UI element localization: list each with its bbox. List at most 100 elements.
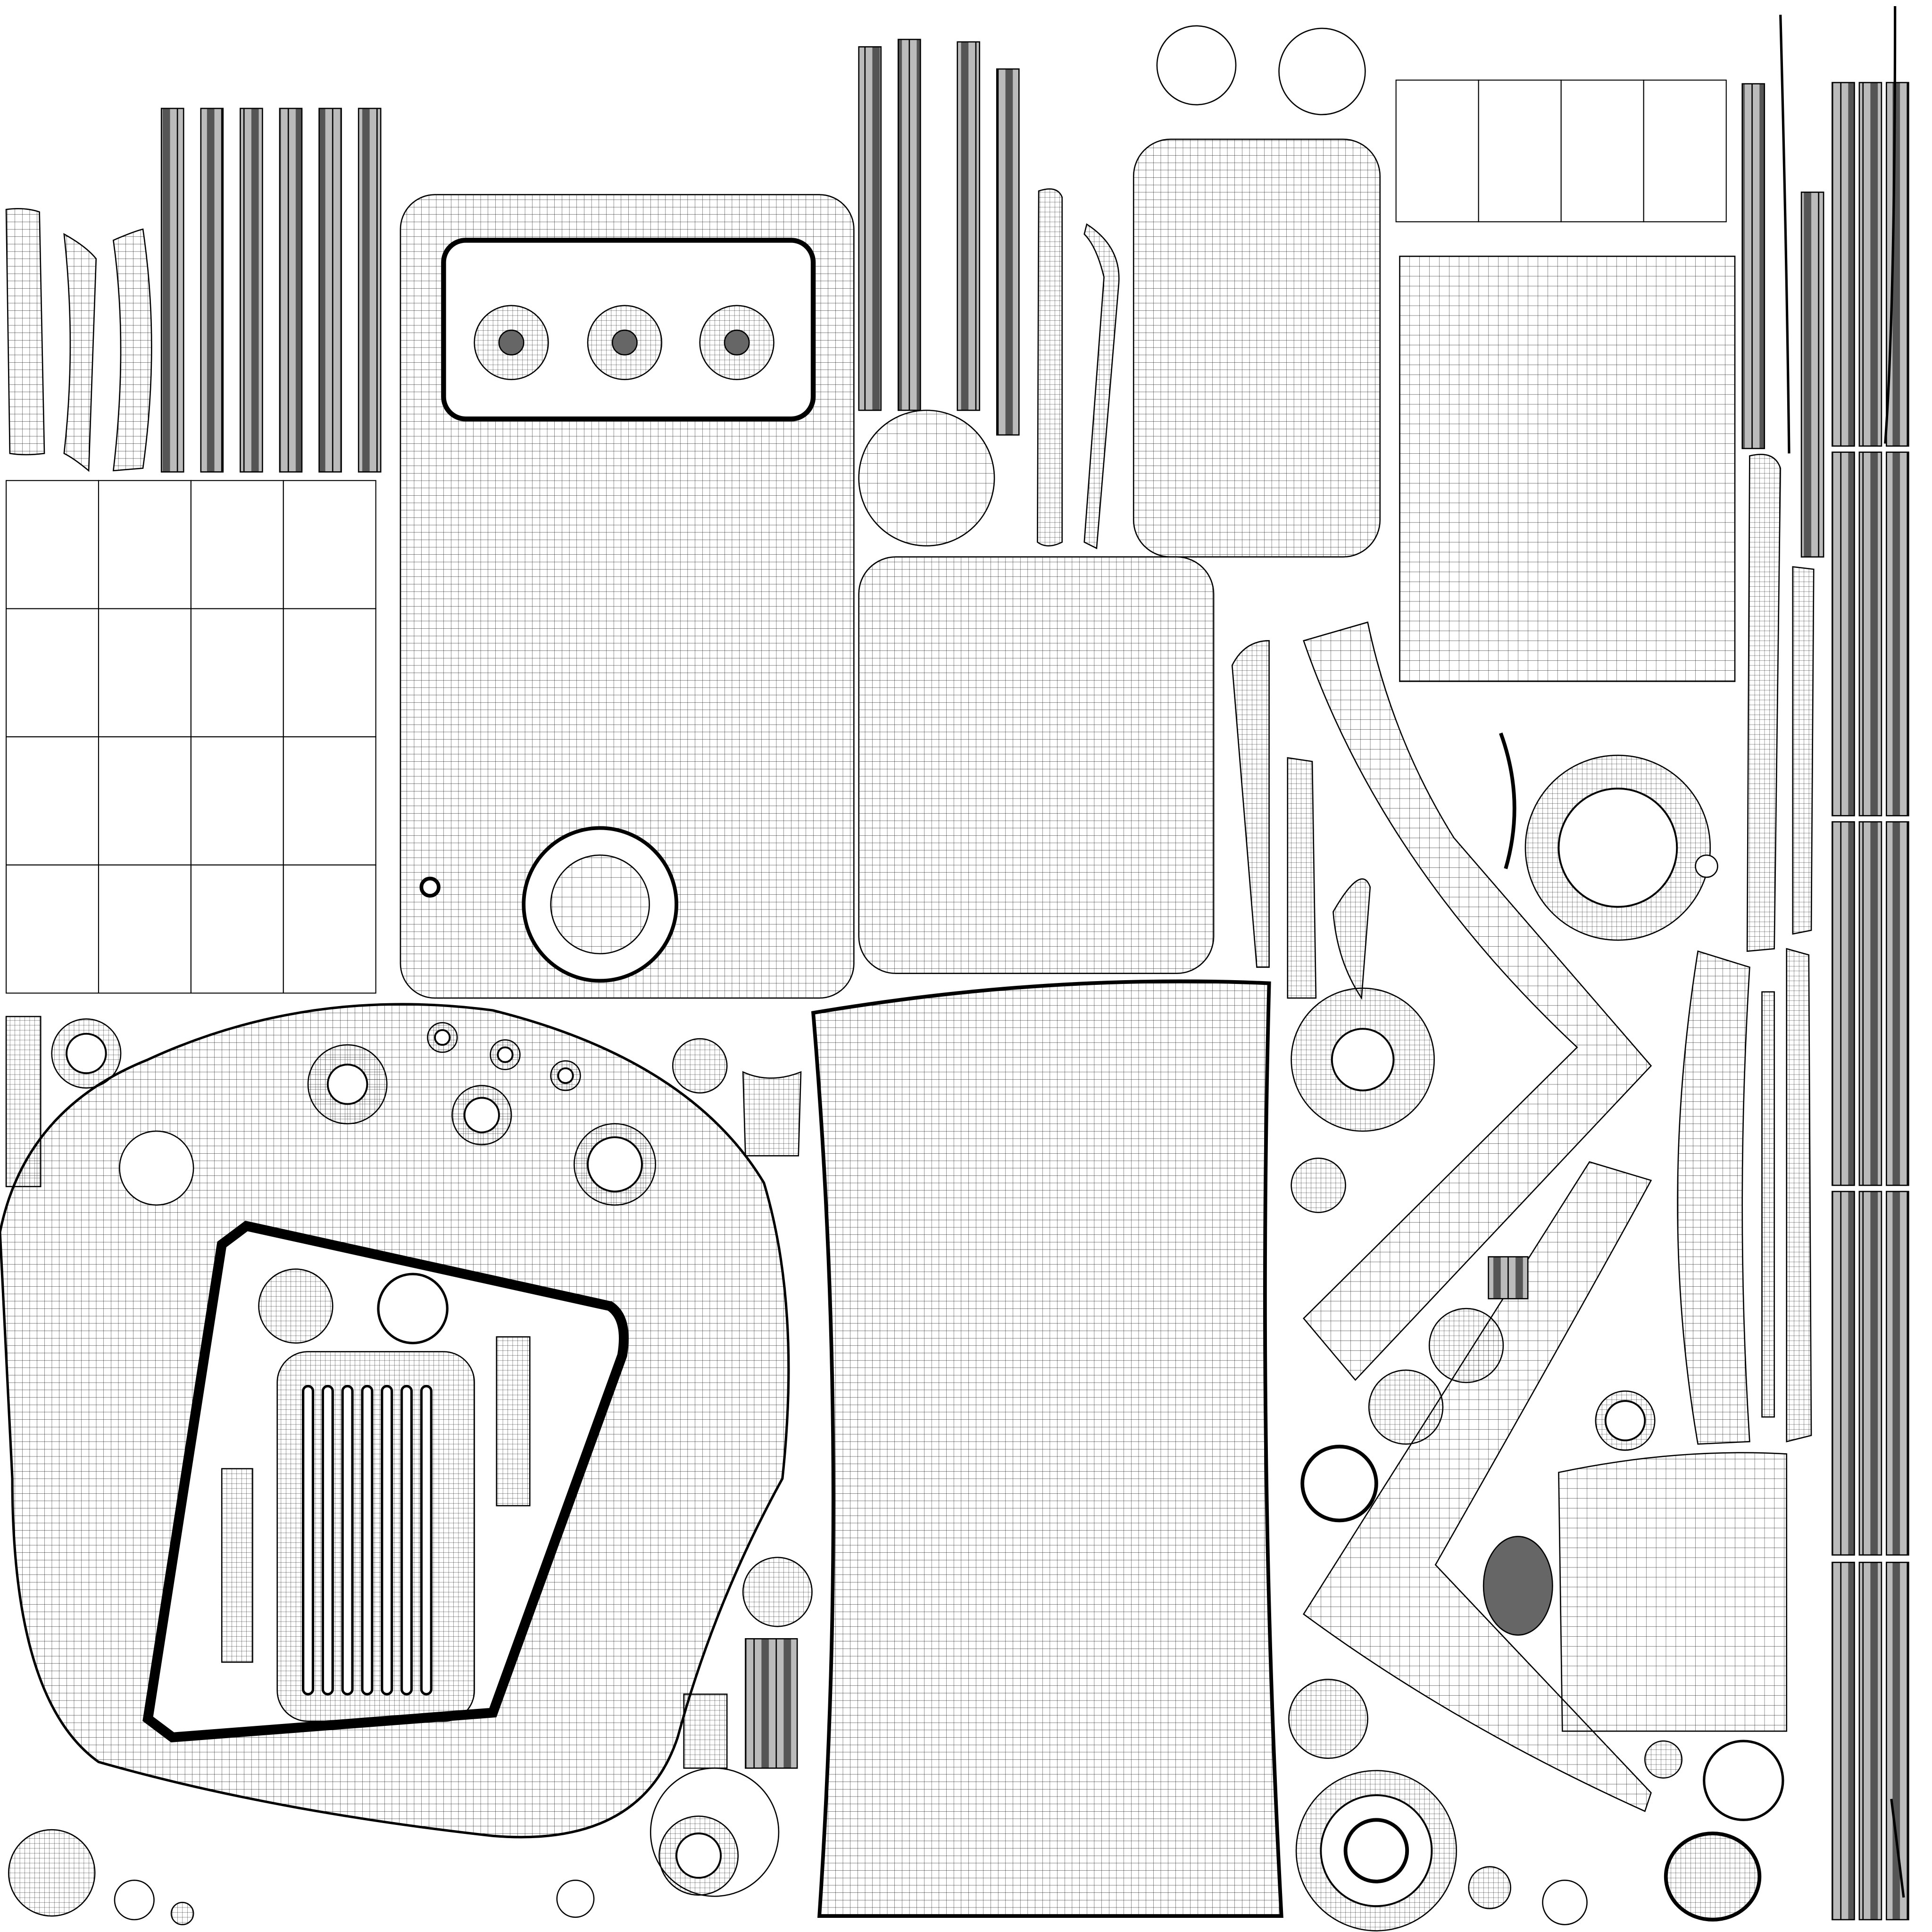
- grid-cell: [6, 736, 100, 866]
- circle-island: [1542, 1879, 1588, 1925]
- block-island: [683, 1693, 728, 1769]
- strip-island: [1800, 192, 1824, 558]
- ring-island: [1703, 1740, 1784, 1821]
- circle-island: [377, 1273, 449, 1344]
- strip-island: [279, 108, 303, 473]
- strip-island: [1858, 821, 1882, 1186]
- torus-island-hole: [1557, 787, 1678, 908]
- elbow-tube-island: [1302, 621, 1652, 1381]
- radial-disc-island: [1291, 1158, 1346, 1213]
- panel-island: [858, 556, 1215, 974]
- curved-strip-island: [5, 208, 45, 456]
- thin-curve: [1779, 15, 1790, 454]
- small-block-island: [1488, 1256, 1529, 1299]
- grille-slot: [341, 1385, 354, 1696]
- circle-island: [1156, 25, 1237, 106]
- grid-cell: [1478, 79, 1562, 223]
- uv-islands: [0, 6, 1909, 1932]
- radial-disc-island: [1368, 1369, 1444, 1445]
- long-strip-island: [1786, 948, 1812, 1442]
- sphere-island: [550, 854, 650, 955]
- grid-cell: [6, 608, 100, 738]
- strip-island: [240, 108, 263, 473]
- grid-cell: [1560, 79, 1644, 223]
- strip-island: [1741, 83, 1765, 450]
- grid-cell: [98, 736, 192, 866]
- grid-cell: [190, 864, 284, 994]
- strip-island: [1886, 821, 1909, 1186]
- strip-island: [1858, 451, 1882, 816]
- grille-slot: [381, 1385, 393, 1696]
- radial-disc-island: [258, 1268, 333, 1344]
- grid-cell: [190, 480, 284, 609]
- grid-cell: [283, 608, 376, 738]
- ring-island-hole: [497, 1046, 514, 1063]
- strip-island: [200, 108, 224, 473]
- radial-disc-island: [8, 1829, 96, 1917]
- grid-cell: [6, 864, 100, 994]
- capsule-island: [1482, 1536, 1553, 1636]
- strip-island: [1832, 1562, 1855, 1921]
- cap-island: [742, 1071, 802, 1157]
- ring-island-hole: [463, 1097, 500, 1133]
- strip-island: [1886, 451, 1909, 816]
- disc-center: [498, 329, 525, 356]
- strip-island: [1886, 82, 1909, 447]
- strip-island: [5, 1016, 42, 1187]
- grille-slot: [400, 1385, 413, 1696]
- grille-slot: [321, 1385, 334, 1696]
- strip-island: [898, 39, 921, 411]
- block-island: [745, 1638, 798, 1769]
- ring-island-hole: [326, 1064, 368, 1105]
- grid-cell: [1395, 79, 1479, 223]
- grid-cell: [6, 480, 100, 609]
- hole: [119, 1130, 194, 1206]
- large-panel-island: [811, 979, 1283, 1918]
- ring-island-hole: [587, 1136, 643, 1192]
- radial-disc-island: [1288, 1679, 1368, 1759]
- grid-cell: [98, 864, 192, 994]
- circle-island: [556, 1879, 595, 1918]
- strip-island: [1886, 1562, 1909, 1921]
- strip-island: [318, 108, 342, 473]
- grille-slot: [420, 1385, 433, 1696]
- circle-island: [1278, 27, 1366, 116]
- hole: [1695, 854, 1718, 878]
- strip-island: [1886, 1191, 1909, 1556]
- circle-island: [114, 1879, 155, 1921]
- sphere-island: [742, 1557, 813, 1627]
- strip-island: [1287, 757, 1317, 999]
- thin-curve: [1499, 732, 1516, 869]
- elbow-tube-island: [1303, 1161, 1652, 1812]
- strip-island: [221, 1468, 253, 1663]
- strip-island: [1832, 451, 1855, 816]
- ring-island-hole: [1604, 1400, 1646, 1441]
- bent-strip-island: [1037, 188, 1063, 547]
- torus-island-hole: [1331, 1028, 1395, 1091]
- ring-island: [1300, 1444, 1378, 1523]
- grille-slot: [302, 1385, 315, 1696]
- ring-island-hole: [66, 1033, 107, 1074]
- strip-island: [957, 41, 981, 411]
- ring-island: [1468, 1866, 1511, 1909]
- disc-center: [724, 329, 750, 356]
- fan-island: [1332, 878, 1371, 1000]
- strip-island: [996, 68, 1020, 436]
- radial-disc-island: [1644, 1740, 1683, 1779]
- radial-disc-island: [672, 1038, 728, 1094]
- strip-island: [1858, 82, 1882, 447]
- grid-cell: [190, 608, 284, 738]
- curved-strip-island: [112, 228, 152, 472]
- long-strip-island: [1761, 991, 1775, 1418]
- grid-cell: [98, 608, 192, 738]
- small-ring: [419, 876, 441, 898]
- strip-island: [1832, 82, 1855, 447]
- bent-strip-island: [1083, 223, 1120, 550]
- panel-island: [1558, 1452, 1788, 1732]
- ring-inner: [1343, 1818, 1409, 1883]
- strip-island: [160, 108, 184, 473]
- thin-curve: [1890, 1799, 1905, 1898]
- long-strip-island: [1792, 566, 1815, 935]
- curved-panel-island: [1677, 950, 1750, 1445]
